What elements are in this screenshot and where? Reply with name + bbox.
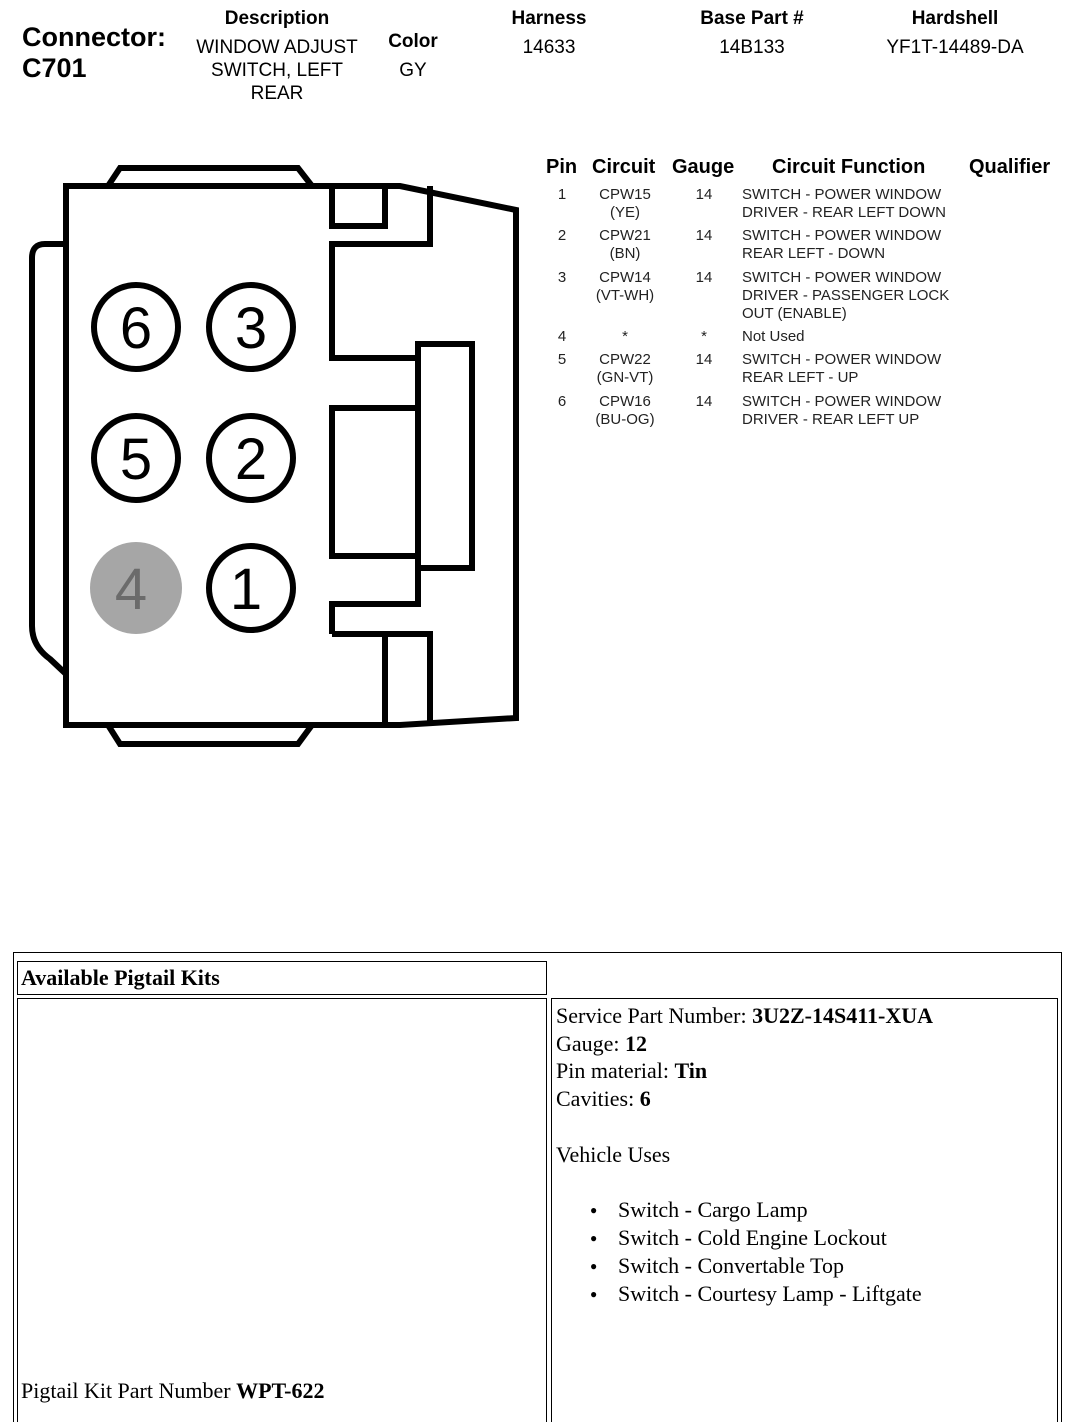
pin-number: 3: [557, 269, 567, 286]
pin-cavity-6: 6: [91, 282, 181, 372]
base-part-value: 14B133: [719, 37, 785, 58]
description-column: Description WINDOW ADJUST SWITCH, LEFT R…: [178, 8, 376, 105]
color-column: Color GY: [372, 31, 454, 82]
circuit-function: Not Used: [742, 328, 805, 345]
left-side-rail: [29, 241, 69, 677]
pigtail-details-cell: [551, 998, 1058, 1422]
wire-gauge: 14: [695, 269, 713, 286]
pin-1-label: 1: [230, 557, 262, 622]
pin-5-label: 5: [120, 427, 152, 492]
pigtail-image-cell: [17, 998, 547, 1422]
bottom-notch: [332, 631, 388, 725]
pin-number: 4: [557, 328, 567, 345]
center-latch-bar: [415, 341, 475, 571]
circuit-code: CPW22(GN-VT): [596, 351, 654, 386]
vehicle-uses-list: Switch - Cargo Lamp Switch - Cold Engine…: [590, 1196, 922, 1308]
service-part-label: Service Part Number:: [556, 1003, 753, 1028]
pin-material-spec: Pin material: Tin: [556, 1057, 707, 1084]
pigtail-kit-part-number: Pigtail Kit Part Number WPT-622: [21, 1378, 325, 1404]
color-value: GY: [399, 60, 427, 81]
service-part-value: 3U2Z-14S411-XUA: [752, 1003, 934, 1028]
gauge-spec: Gauge: 12: [556, 1030, 647, 1057]
cavities-value: 6: [639, 1086, 651, 1111]
pin-6-label: 6: [120, 296, 152, 361]
pin-number: 1: [557, 186, 567, 203]
hardshell-value: YF1T-14489-DA: [886, 37, 1024, 58]
connector-id: C701: [22, 53, 87, 83]
lower-latch-step: [385, 631, 433, 725]
connector-housing: [63, 183, 519, 728]
wire-gauge: *: [701, 328, 707, 345]
list-item: Switch - Cold Engine Lockout: [590, 1224, 922, 1252]
connector-heading: Connector: C701: [22, 22, 166, 84]
vehicle-uses-heading: Vehicle Uses: [556, 1142, 671, 1167]
wire-gauge: 14: [695, 227, 713, 244]
wire-gauge: 14: [695, 393, 713, 410]
pigtail-kits-table: [13, 952, 1062, 1422]
hardshell-column: Hardshell YF1T-14489-DA: [864, 8, 1046, 59]
description-line-2: SWITCH, LEFT: [211, 60, 343, 81]
pin-cavity-3: 3: [206, 282, 296, 372]
list-item: Switch - Courtesy Lamp - Liftgate: [590, 1280, 922, 1308]
circuit-code: CPW15(YE): [599, 186, 651, 221]
pin-column-header: Pin: [546, 156, 578, 178]
wire-gauge: 14: [695, 186, 713, 203]
qualifier-column-header: Qualifier: [969, 156, 1051, 178]
pin-cavity-5: 5: [91, 413, 181, 503]
description-line-3: REAR: [250, 83, 304, 104]
pin-cavity-1: 1: [206, 543, 296, 633]
circuit-code: *: [622, 328, 628, 345]
pin-2-label: 2: [235, 427, 267, 492]
pigtail-title: Available Pigtail Kits: [21, 965, 220, 990]
harness-column: Harness 14633: [489, 8, 609, 59]
pin-number: 5: [557, 351, 567, 368]
list-item: Switch - Convertable Top: [590, 1252, 922, 1280]
circuit-column-header: Circuit: [592, 156, 656, 178]
pin-number: 2: [557, 227, 567, 244]
gauge-column-header: Gauge: [672, 156, 735, 178]
cavities-label: Cavities:: [556, 1086, 640, 1111]
pin-4-label: 4: [115, 557, 147, 622]
pin-material-label: Pin material:: [556, 1058, 675, 1083]
description-header: Description: [224, 8, 330, 29]
cavities-spec: Cavities: 6: [556, 1085, 651, 1112]
circuit-code: CPW16(BU-OG): [595, 393, 655, 428]
top-notch: [329, 186, 388, 229]
service-part-number: Service Part Number: 3U2Z-14S411-XUA: [556, 1002, 933, 1029]
pin-3-label: 3: [235, 296, 267, 361]
harness-value: 14633: [522, 37, 576, 58]
circuit-code: CPW14(VT-WH): [595, 269, 655, 304]
base-part-column: Base Part # 14B133: [677, 8, 827, 59]
list-item: Switch - Cargo Lamp: [590, 1196, 922, 1224]
pin-number: 6: [557, 393, 567, 410]
kit-part-label: Pigtail Kit Part Number: [21, 1378, 237, 1403]
description-line-1: WINDOW ADJUST: [196, 37, 358, 58]
base-part-header: Base Part #: [700, 8, 804, 29]
color-header: Color: [388, 31, 438, 52]
hardshell-header: Hardshell: [911, 8, 999, 29]
harness-header: Harness: [511, 8, 587, 29]
pin-cavity-2: 2: [206, 413, 296, 503]
right-latch-profile: [329, 186, 433, 634]
top-latch-tab: [105, 165, 315, 188]
function-column-header: Circuit Function: [772, 156, 926, 178]
pigtail-title-cell: [17, 961, 547, 995]
kit-part-value: WPT-622: [236, 1378, 325, 1403]
pin-material-value: Tin: [674, 1058, 708, 1083]
pin-cavity-4-unused: 4: [90, 542, 182, 634]
circuit-code: CPW21(BN): [599, 227, 651, 262]
wire-gauge: 14: [695, 351, 713, 368]
connector-face-diagram: 6 3 5 2 4 1: [29, 165, 519, 747]
bottom-latch-tab: [105, 723, 315, 747]
gauge-value: 12: [625, 1031, 648, 1056]
gauge-label: Gauge:: [556, 1031, 626, 1056]
connector-label: Connector:: [22, 22, 166, 52]
